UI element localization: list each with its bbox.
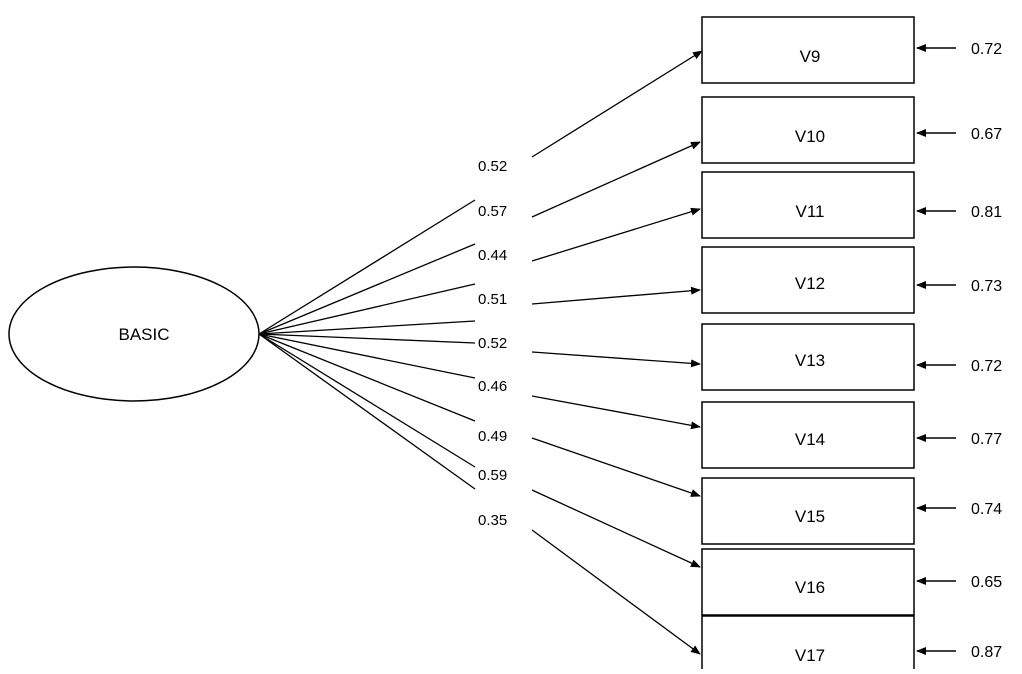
error-label: 0.74 bbox=[971, 501, 1002, 518]
loading-label: 0.49 bbox=[478, 428, 507, 445]
indicator-label: V15 bbox=[795, 507, 825, 526]
latent-label: BASIC bbox=[118, 325, 169, 344]
error-label: 0.87 bbox=[971, 644, 1002, 661]
loading-label: 0.44 bbox=[478, 247, 507, 264]
error-label: 0.72 bbox=[971, 41, 1002, 58]
indicator-label: V17 bbox=[795, 646, 825, 665]
loading-label: 0.46 bbox=[478, 378, 507, 395]
latent-variable: BASIC bbox=[8, 266, 260, 402]
path-arrow-v10 bbox=[531, 141, 701, 218]
path-line-v9 bbox=[258, 199, 476, 335]
path-arrow-v12 bbox=[531, 286, 701, 305]
indicator-label: V13 bbox=[795, 351, 825, 370]
path-arrow-v9 bbox=[531, 50, 703, 158]
path-arrow-v11 bbox=[531, 207, 701, 262]
indicator-box bbox=[701, 171, 915, 239]
indicator-box bbox=[701, 246, 915, 314]
indicator-box bbox=[701, 16, 915, 84]
indicator-label: V12 bbox=[795, 274, 825, 293]
error-label: 0.77 bbox=[971, 431, 1002, 448]
indicator-label: V14 bbox=[795, 430, 825, 449]
indicator-box bbox=[701, 401, 915, 469]
error-label: 0.73 bbox=[971, 278, 1002, 295]
indicator-v12: 0.51 V12 0.73 bbox=[258, 246, 1002, 335]
indicator-box bbox=[701, 477, 915, 545]
path-arrow-v16 bbox=[531, 489, 701, 568]
indicator-v9: 0.52 V9 0.72 bbox=[258, 16, 1002, 335]
error-label: 0.72 bbox=[971, 358, 1002, 375]
loading-label: 0.35 bbox=[478, 512, 507, 529]
indicator-label: V16 bbox=[795, 578, 825, 597]
path-line-v14 bbox=[258, 333, 476, 379]
indicator-label: V10 bbox=[795, 127, 825, 146]
loading-label: 0.57 bbox=[478, 203, 507, 220]
indicator-label: V9 bbox=[800, 47, 821, 66]
path-line-v10 bbox=[258, 243, 476, 335]
loading-label: 0.52 bbox=[478, 158, 507, 175]
loading-label: 0.52 bbox=[478, 335, 507, 352]
path-arrow-v15 bbox=[531, 437, 701, 497]
path-arrow-v14 bbox=[531, 395, 701, 430]
loading-label: 0.51 bbox=[478, 291, 507, 308]
indicator-label: V11 bbox=[796, 202, 825, 221]
indicator-box bbox=[701, 548, 915, 616]
error-label: 0.65 bbox=[971, 574, 1002, 591]
path-line-v15 bbox=[258, 333, 476, 422]
path-line-v16 bbox=[258, 333, 476, 468]
path-line-v11 bbox=[258, 283, 476, 335]
indicator-v10: 0.57 V10 0.67 bbox=[258, 96, 1002, 335]
error-label: 0.67 bbox=[971, 126, 1002, 143]
indicator-box bbox=[701, 96, 915, 164]
loading-label: 0.59 bbox=[478, 467, 507, 484]
indicator-box bbox=[701, 615, 915, 674]
path-arrow-v13 bbox=[531, 351, 701, 368]
indicator-v11: 0.44 V11 0.81 bbox=[258, 171, 1002, 335]
indicator-box bbox=[701, 323, 915, 391]
path-line-v12 bbox=[258, 320, 476, 335]
path-arrow-v17 bbox=[531, 529, 701, 655]
error-label: 0.81 bbox=[971, 204, 1002, 221]
path-line-v17 bbox=[258, 333, 476, 490]
path-line-v13 bbox=[258, 333, 476, 344]
